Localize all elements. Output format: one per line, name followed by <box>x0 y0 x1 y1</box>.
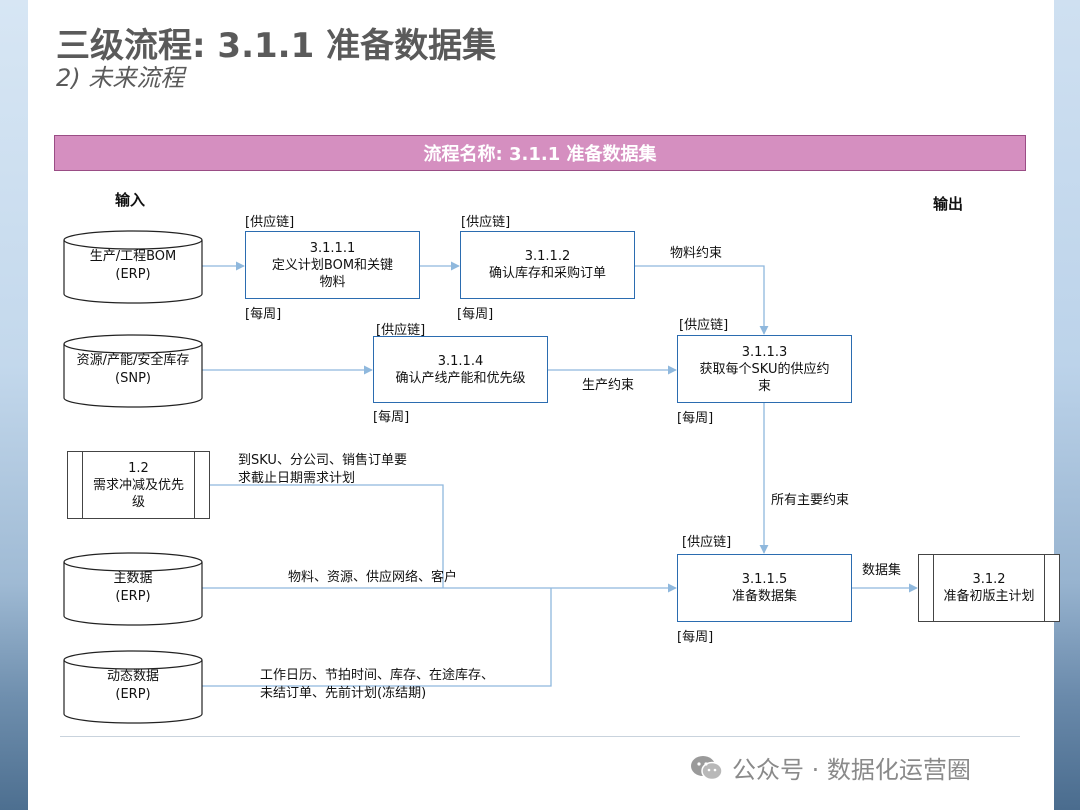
input-master-data-erp: 主数据 (ERP) <box>63 552 203 626</box>
watermark: 公众号 · 数据化运营圈 <box>690 750 971 785</box>
freq-tag-3113: [每周] <box>677 411 714 426</box>
step-id: 3.1.1.5 <box>741 572 788 587</box>
input-source: (ERP) <box>115 589 151 604</box>
label-dataset: 数据集 <box>862 563 902 578</box>
input-label: 主数据 <box>113 571 153 586</box>
input-source: (SNP) <box>115 371 151 386</box>
label-dynamic-line1: 工作日历、节拍时间、库存、在途库存、 <box>260 668 495 683</box>
output-name: 准备初版主计划 <box>943 589 1035 604</box>
subprocess-name-line2: 级 <box>131 494 145 510</box>
step-id: 3.1.1.2 <box>524 249 571 264</box>
subprocess-name-line1: 需求冲减及优先 <box>92 477 184 493</box>
label-dynamic-data: 工作日历、节拍时间、库存、在途库存、 未结订单、先前计划(冻结期) <box>260 667 494 703</box>
input-label: 生产/工程BOM <box>89 249 177 264</box>
input-heading: 输入 <box>115 191 146 209</box>
page-title: 三级流程: 3.1.1 准备数据集 <box>56 26 497 66</box>
step-name-line1: 准备数据集 <box>731 589 797 604</box>
input-source: (ERP) <box>115 687 151 702</box>
role-tag-3111: [供应链] <box>245 215 295 230</box>
line-demand-sku <box>210 484 444 588</box>
input-label: 资源/产能/安全库存 <box>76 353 190 368</box>
step-name-line2: 束 <box>757 378 771 394</box>
step-id: 3.1.1.3 <box>741 344 788 360</box>
step-name-line1: 确认产线产能和优先级 <box>395 370 526 386</box>
step-3-1-1-2: 3.1.1.2 确认库存和采购订单 <box>460 231 635 299</box>
role-tag-3114: [供应链] <box>376 323 426 338</box>
freq-tag-3112: [每周] <box>457 307 494 322</box>
wechat-icon <box>690 754 724 782</box>
watermark-text: 公众号 · 数据化运营圈 <box>732 756 971 784</box>
label-dynamic-line2: 未结订单、先前计划(冻结期) <box>260 686 427 701</box>
step-name-line1: 定义计划BOM和关键 <box>271 257 394 273</box>
banner-text: 流程名称: 3.1.1 准备数据集 <box>423 144 657 165</box>
step-id: 3.1.1.1 <box>309 240 356 256</box>
process-name-banner: 流程名称: 3.1.1 准备数据集 <box>54 135 1026 171</box>
output-id: 3.1.2 <box>972 572 1006 587</box>
step-id: 3.1.1.4 <box>437 353 484 369</box>
step-name-line1: 确认库存和采购订单 <box>488 266 606 281</box>
page-subtitle: 2) 未来流程 <box>56 64 185 92</box>
freq-tag-3115: [每周] <box>677 630 714 645</box>
input-label: 动态数据 <box>106 669 159 684</box>
role-tag-3113: [供应链] <box>679 318 729 333</box>
background-city-right <box>1054 0 1080 810</box>
label-production-constraint: 生产约束 <box>582 378 635 393</box>
subprocess-id: 1.2 <box>128 460 149 476</box>
background-city-left <box>0 0 28 810</box>
label-all-constraints: 所有主要约束 <box>771 493 850 508</box>
input-dynamic-data-erp: 动态数据 (ERP) <box>63 650 203 724</box>
subprocess-1-2: 1.2 需求冲减及优先 级 <box>67 451 210 519</box>
input-capacity-snp: 资源/产能/安全库存 (SNP) <box>63 334 203 408</box>
label-sku-demand: 到SKU、分公司、销售订单要 求截止日期需求计划 <box>238 452 407 488</box>
output-3-1-2: 3.1.2 准备初版主计划 <box>918 554 1060 622</box>
role-tag-3112: [供应链] <box>461 215 511 230</box>
step-name-line1: 获取每个SKU的供应约 <box>699 361 830 377</box>
freq-tag-3114: [每周] <box>373 410 410 425</box>
role-tag-3115: [供应链] <box>682 535 732 550</box>
step-3-1-1-4: 3.1.1.4 确认产线产能和优先级 <box>373 336 548 403</box>
label-sku-line1: 到SKU、分公司、销售订单要 <box>238 453 407 468</box>
label-sku-line2: 求截止日期需求计划 <box>238 471 356 486</box>
footer-divider <box>60 736 1020 737</box>
input-source: (ERP) <box>115 267 151 282</box>
step-3-1-1-3: 3.1.1.3 获取每个SKU的供应约 束 <box>677 335 852 403</box>
output-heading: 输出 <box>933 195 964 213</box>
step-3-1-1-5: 3.1.1.5 准备数据集 <box>677 554 852 622</box>
freq-tag-3111: [每周] <box>245 307 282 322</box>
label-master-flow: 物料、资源、供应网络、客户 <box>288 570 458 585</box>
input-bom-erp: 生产/工程BOM (ERP) <box>63 230 203 304</box>
arrow-3112-to-3113 <box>634 265 769 335</box>
line-dynamic <box>202 588 552 687</box>
step-name-line2: 物料 <box>319 274 346 290</box>
label-material-constraint: 物料约束 <box>670 246 723 261</box>
step-3-1-1-1: 3.1.1.1 定义计划BOM和关键 物料 <box>245 231 420 299</box>
